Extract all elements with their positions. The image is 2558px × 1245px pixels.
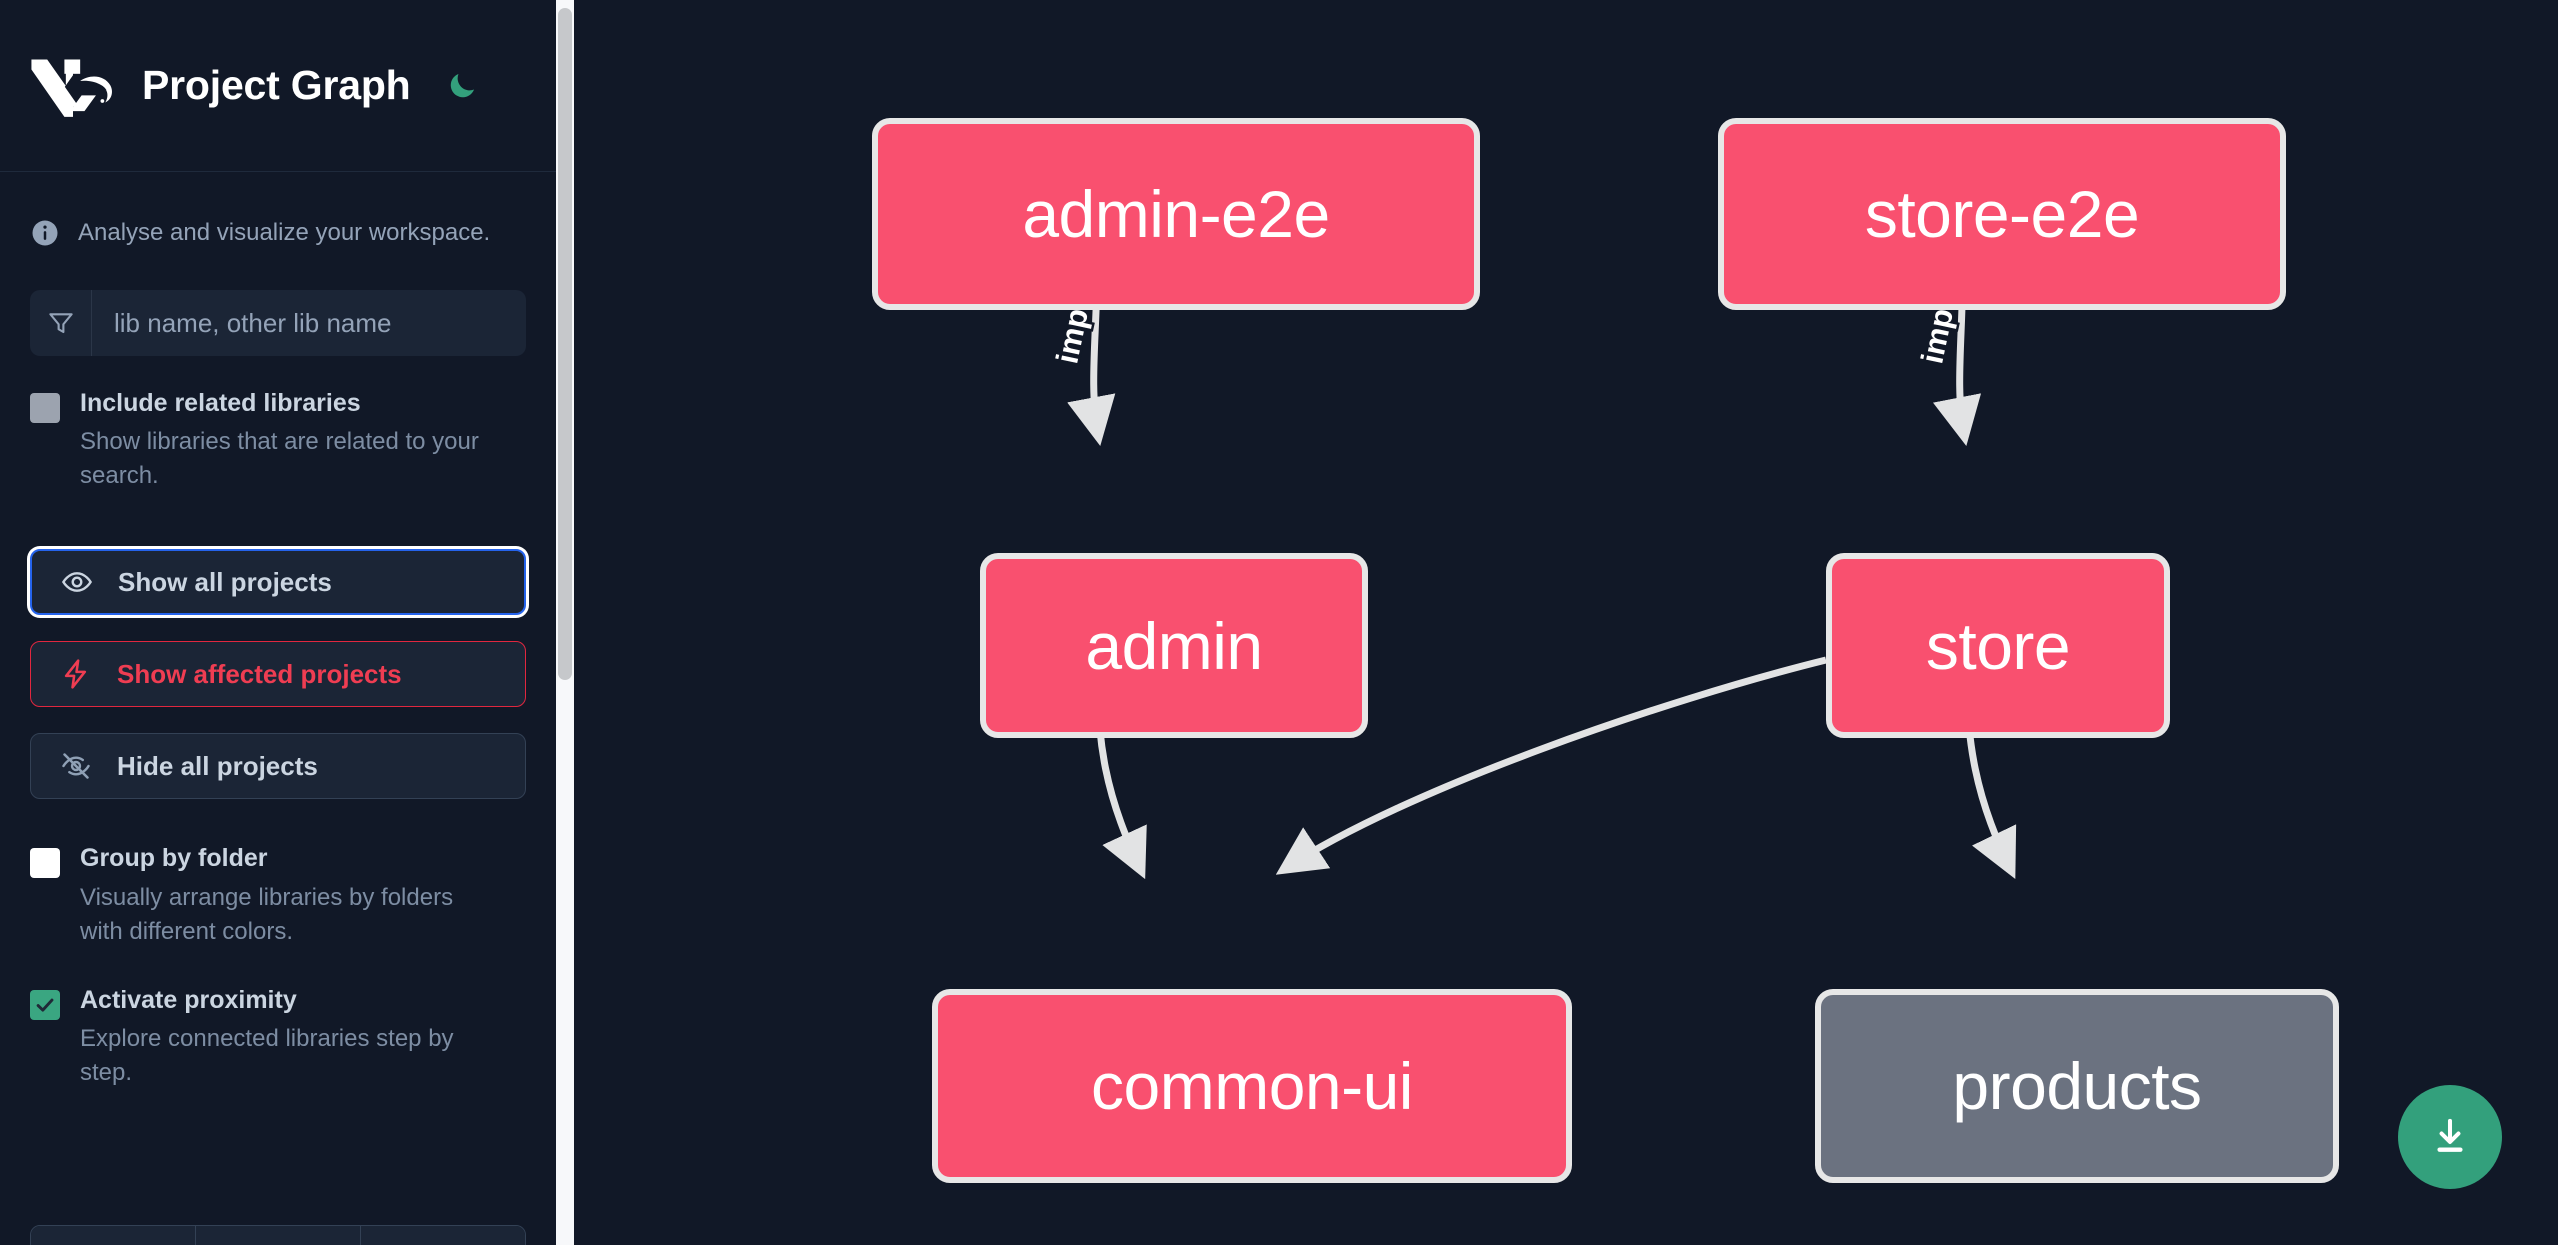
lightning-bolt-icon — [57, 655, 95, 693]
graph-node-common-ui[interactable]: common-ui — [932, 989, 1572, 1183]
app-title: Project Graph — [142, 62, 411, 108]
moon-icon[interactable] — [441, 65, 483, 107]
eye-icon — [58, 563, 96, 601]
graph-node-admin[interactable]: admin — [980, 553, 1368, 738]
graph-node-products-label: products — [1952, 1049, 2202, 1123]
activate-proximity-label: Activate proximity — [80, 985, 297, 1014]
sidebar-tagline: Analyse and visualize your workspace. — [0, 172, 556, 258]
edge-store-common-ui — [1275, 656, 1827, 875]
proximity-decrease-button[interactable] — [31, 1226, 196, 1245]
nx-logo-icon — [30, 55, 116, 117]
search-input[interactable] — [92, 290, 526, 356]
include-related-libraries-label: Include related libraries — [80, 389, 361, 417]
show-all-projects-label: Show all projects — [118, 566, 332, 597]
group-by-folder-label: Group by folder — [80, 844, 268, 873]
graph-canvas[interactable]: implicit implicit admin-e2e store-e2e ad… — [574, 0, 2558, 1245]
activate-proximity-description: Explore connected libraries step by step… — [80, 1025, 454, 1087]
option-activate-proximity[interactable]: Activate proximity Explore connected lib… — [30, 985, 526, 1090]
group-by-folder-description: Visually arrange libraries by folders wi… — [80, 883, 454, 945]
proximity-value[interactable] — [196, 1226, 361, 1245]
spacer — [30, 493, 526, 523]
download-image-button[interactable] — [2398, 1085, 2502, 1189]
proximity-step-button-group[interactable] — [30, 1225, 526, 1245]
hide-all-projects-label: Hide all projects — [117, 750, 318, 781]
sidebar-body: Include related libraries Show libraries… — [0, 290, 556, 1245]
group-by-folder-checkbox[interactable] — [30, 848, 60, 879]
graph-node-common-ui-label: common-ui — [1091, 1049, 1413, 1123]
info-icon — [30, 218, 60, 248]
hide-all-projects-button[interactable]: Hide all projects — [30, 733, 526, 800]
graph-node-admin-label: admin — [1085, 608, 1263, 683]
graph-node-store-e2e-label: store-e2e — [1864, 177, 2140, 251]
search-field[interactable] — [30, 290, 526, 356]
graph-node-store-label: store — [1925, 608, 2071, 683]
sidebar-header: Project Graph — [0, 0, 556, 172]
sidebar: Project Graph Analyse and visualize your… — [0, 0, 556, 1245]
show-affected-projects-button[interactable]: Show affected projects — [30, 641, 526, 708]
show-all-projects-button[interactable]: Show all projects — [30, 549, 526, 616]
show-affected-projects-label: Show affected projects — [117, 658, 402, 689]
option-group-by-folder[interactable]: Group by folder Visually arrange librari… — [30, 843, 526, 948]
filter-funnel-icon — [30, 290, 92, 356]
graph-node-admin-e2e[interactable]: admin-e2e — [872, 118, 1480, 310]
sidebar-scrollbar-thumb[interactable] — [558, 8, 572, 680]
include-related-libraries-checkbox[interactable] — [30, 393, 60, 423]
download-icon — [2437, 1118, 2463, 1152]
sidebar-tagline-text: Analyse and visualize your workspace. — [78, 219, 491, 246]
proximity-increase-button[interactable] — [361, 1226, 525, 1245]
graph-node-products[interactable]: products — [1815, 989, 2339, 1183]
include-related-libraries-description: Show libraries that are related to your … — [80, 428, 479, 490]
graph-node-store[interactable]: store — [1826, 553, 2170, 738]
graph-node-store-e2e[interactable]: store-e2e — [1718, 118, 2286, 310]
activate-proximity-checkbox[interactable] — [30, 989, 60, 1020]
option-include-related-libraries[interactable]: Include related libraries Show libraries… — [30, 388, 526, 493]
sidebar-scrollbar[interactable] — [556, 0, 574, 1245]
eye-off-icon — [57, 747, 95, 785]
graph-node-admin-e2e-label: admin-e2e — [1022, 177, 1330, 251]
